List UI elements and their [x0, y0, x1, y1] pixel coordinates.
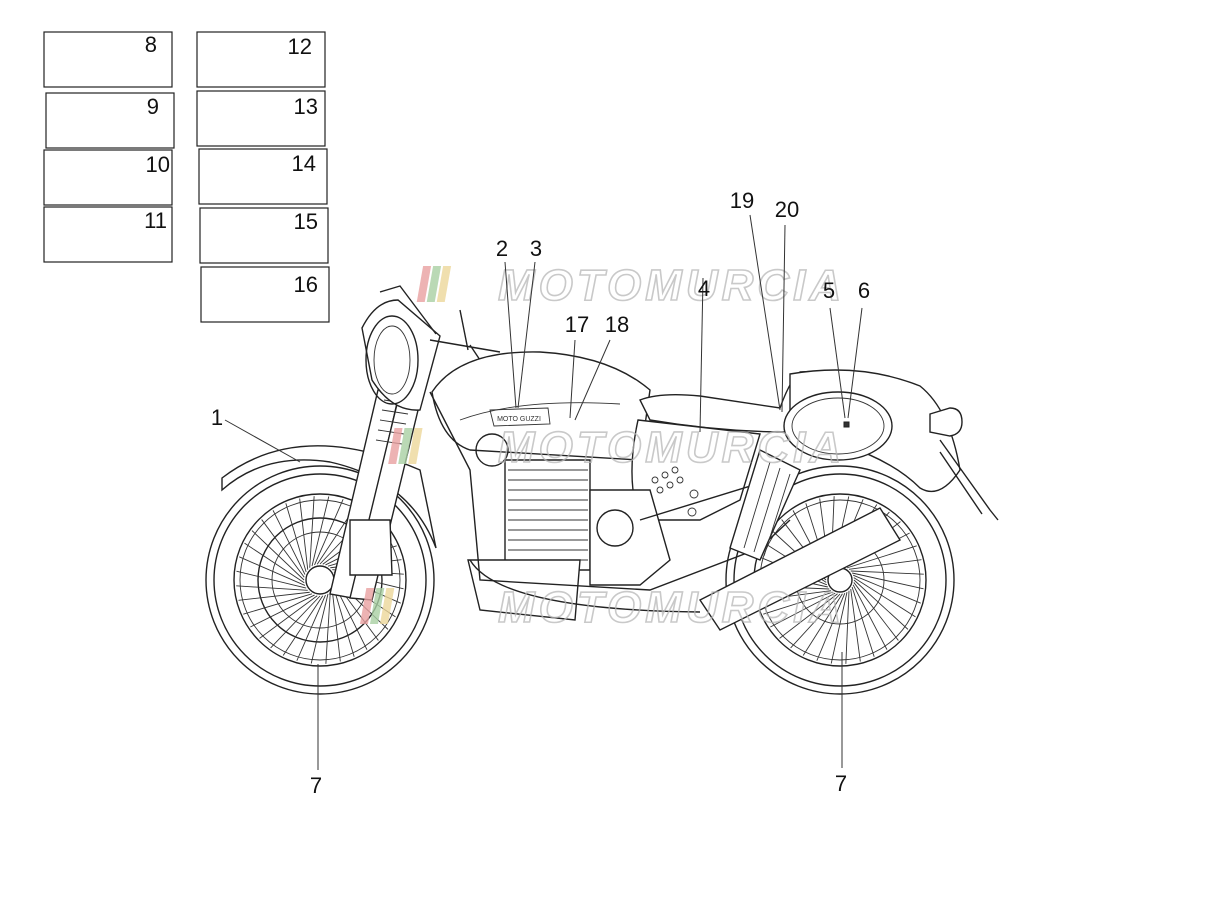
callout-18: 18: [605, 312, 629, 337]
callout-19: 19: [730, 188, 754, 213]
label-box-13: 13: [196, 90, 326, 147]
box-number: 11: [144, 208, 167, 233]
front-wheel: [205, 465, 435, 695]
watermark-text: MOTOMURCIA: [498, 583, 845, 632]
tail-section: [783, 369, 999, 521]
callout-4: 4: [698, 276, 710, 301]
callout-7-rear: 7: [835, 771, 847, 796]
motorcycle-drawing: MOTO GUZZI: [205, 285, 999, 695]
callout-20: 20: [775, 197, 799, 222]
fuel-tank: MOTO GUZZI: [431, 351, 651, 461]
label-box-9: 9: [45, 92, 175, 149]
box-number: 12: [288, 34, 312, 59]
box-number: 13: [294, 94, 318, 119]
callout-1: 1: [211, 405, 223, 430]
leader-lines: [224, 214, 863, 770]
box-number: 9: [147, 94, 159, 119]
watermark-top: MOTOMURCIA: [416, 260, 845, 311]
callout-5: 5: [823, 278, 835, 303]
headlight: [361, 285, 441, 411]
label-box-12: 12: [196, 31, 326, 88]
callout-7-front: 7: [310, 773, 322, 798]
label-box-14: 14: [198, 148, 328, 205]
label-box-16: 16: [200, 266, 330, 323]
side-panel-bolts: [651, 466, 699, 517]
callout-17: 17: [565, 312, 589, 337]
label-box-11: 11: [43, 206, 173, 263]
exhaust-pipe: [469, 559, 701, 613]
rear-shock: [729, 449, 801, 561]
exhaust-muffler: [698, 507, 902, 631]
engine: [467, 433, 671, 621]
callout-numbers: 1 2 3 4 5 6 7 7 17 18 19 20: [211, 188, 870, 798]
label-box-8: 8: [43, 31, 173, 88]
label-box-15: 15: [199, 207, 329, 264]
tank-logo-text: MOTO GUZZI: [497, 416, 541, 423]
label-box-10: 10: [43, 149, 173, 206]
front-fender: [221, 445, 437, 549]
callout-2: 2: [496, 236, 508, 261]
box-number: 10: [146, 152, 170, 177]
watermark-middle: MOTOMURCIA: [388, 422, 845, 473]
box-number: 14: [292, 151, 316, 176]
box-number: 16: [294, 272, 318, 297]
front-fork: [329, 389, 421, 601]
watermark-text: MOTOMURCIA: [498, 261, 845, 310]
callout-6: 6: [858, 278, 870, 303]
box-number: 15: [294, 209, 318, 234]
watermark-text: MOTOMURCIA: [498, 423, 845, 472]
box-number: 8: [145, 32, 157, 57]
callout-3: 3: [530, 236, 542, 261]
watermark-bottom: MOTOMURCIA: [359, 582, 845, 633]
